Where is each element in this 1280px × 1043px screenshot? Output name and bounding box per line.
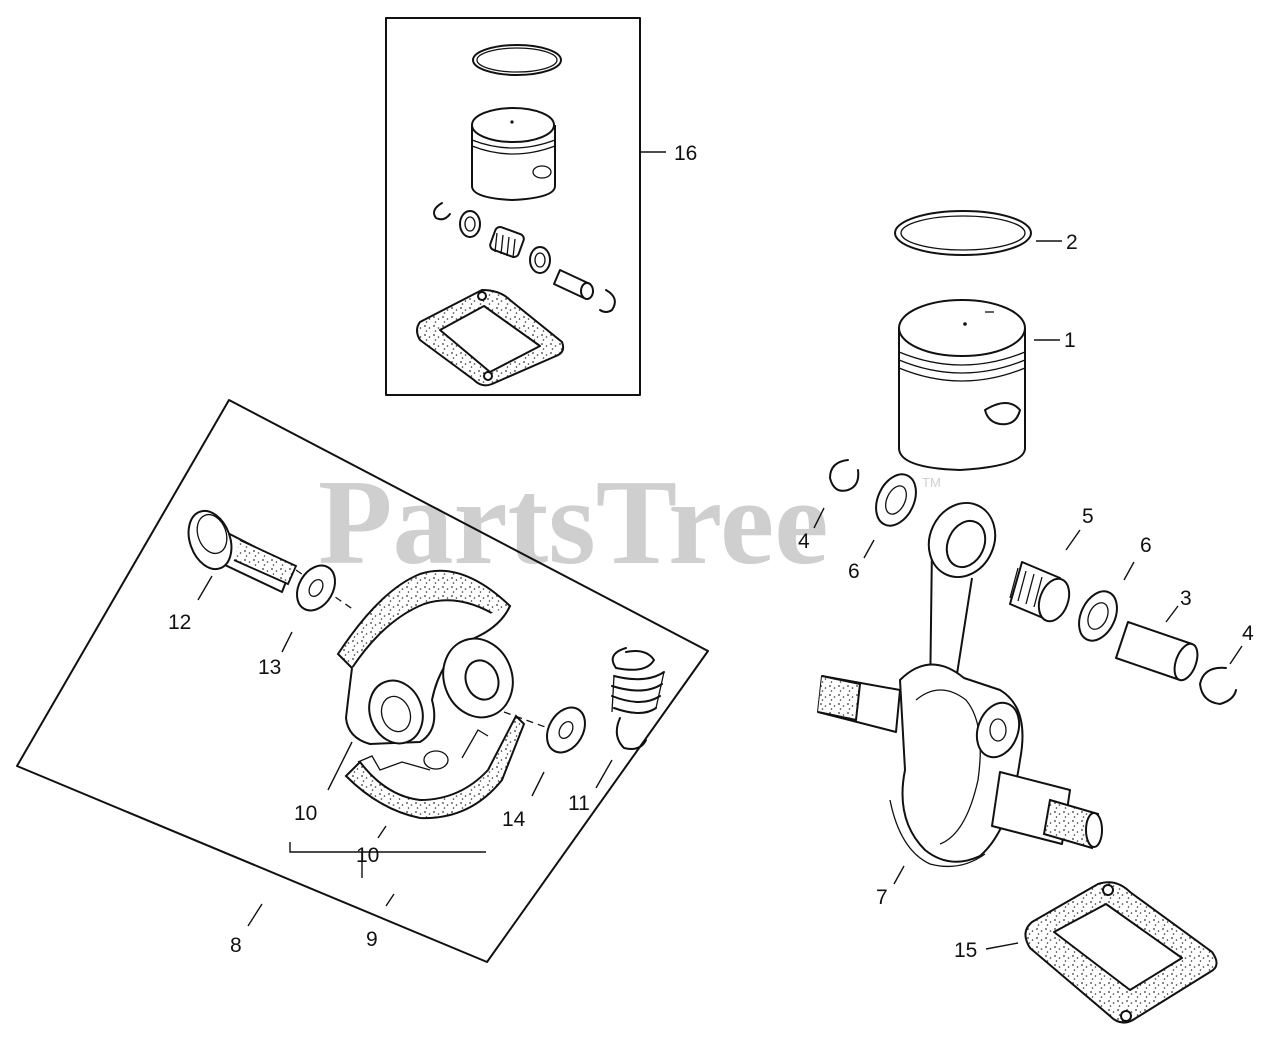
callout-4-left: 4 [798, 530, 810, 553]
kit-circlip-icon [433, 202, 451, 221]
gasket-icon [1024, 881, 1218, 1024]
callout-12: 12 [168, 611, 191, 634]
callout-10-upper: 10 [294, 802, 317, 825]
needle-bearing-icon [1009, 561, 1071, 623]
washer-icon [296, 564, 336, 612]
callout-1: 1 [1064, 329, 1076, 352]
callout-7: 7 [876, 886, 888, 909]
circlip-icon-2 [1199, 666, 1237, 705]
kit-washer-icon [459, 210, 481, 238]
clutch-assembly-box [16, 399, 709, 963]
thrust-washer-icon-2 [1078, 590, 1118, 642]
piston-kit-box [385, 17, 641, 396]
kit-washer-icon-2 [529, 246, 551, 274]
callout-8: 8 [230, 934, 242, 957]
piston-icon [898, 299, 1026, 471]
callout-11: 11 [568, 792, 590, 815]
callout-4-right: 4 [1242, 622, 1254, 645]
callout-10-lower: 10 [356, 844, 379, 867]
callouts: 16 2 1 4 6 5 6 3 4 7 15 12 13 10 10 14 1… [168, 142, 1254, 962]
callout-13: 13 [258, 656, 281, 679]
callout-16: 16 [674, 142, 697, 165]
clutch-shoe-icon [336, 569, 514, 745]
clutch-spring-icon [611, 647, 665, 750]
piston-ring-icon [894, 210, 1032, 256]
thrust-washer-icon-3 [546, 706, 586, 754]
crankshaft-icon [817, 502, 1103, 868]
callout-6-left: 6 [848, 560, 860, 583]
svg-text:PartsTree: PartsTree [318, 455, 828, 590]
kit-piston-pin-icon [553, 269, 594, 300]
svg-text:TM: TM [922, 475, 941, 490]
callout-15: 15 [954, 939, 977, 962]
kit-needle-bearing-icon [489, 226, 525, 259]
callout-6-right: 6 [1140, 534, 1152, 557]
piston-pin-icon [1115, 621, 1199, 682]
kit-circlip-icon-2 [599, 289, 616, 313]
kit-gasket-icon [416, 288, 565, 387]
shoulder-bolt-icon [187, 509, 298, 593]
kit-piston-ring-icon [472, 44, 562, 76]
callout-9: 9 [366, 928, 378, 951]
callout-3: 3 [1180, 587, 1192, 610]
kit-piston-icon [471, 107, 556, 201]
circlip-icon [829, 459, 860, 492]
thrust-washer-icon [875, 473, 917, 527]
callout-14: 14 [502, 808, 526, 831]
callout-2: 2 [1066, 231, 1078, 254]
callout-5: 5 [1082, 505, 1094, 528]
clutch-shoe-icon-2 [344, 714, 526, 820]
watermark: PartsTree TM [318, 455, 941, 590]
